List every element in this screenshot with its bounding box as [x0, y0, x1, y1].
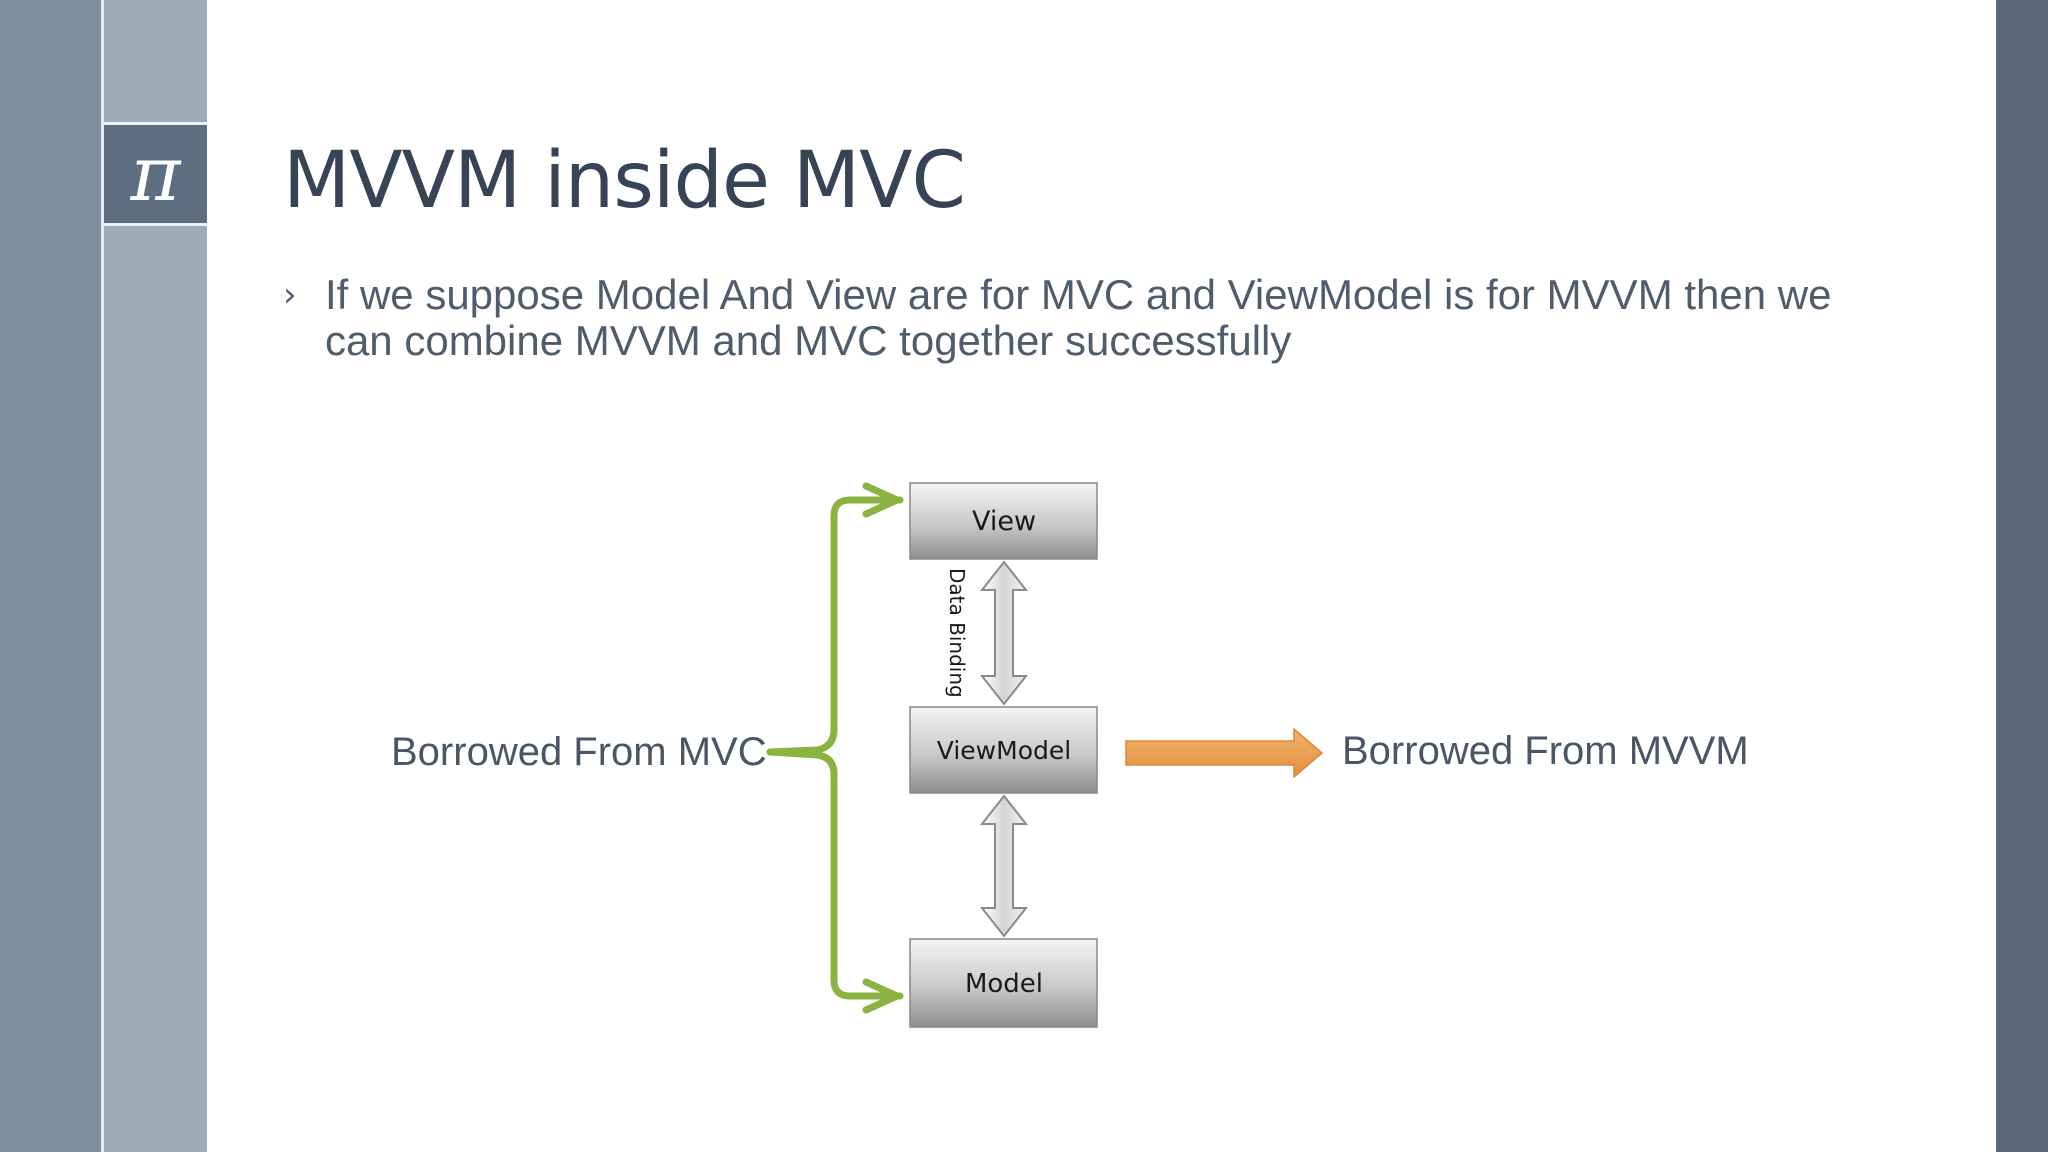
viewmodel-model-arrow: [979, 794, 1029, 938]
viewmodel-box-label: ViewModel: [937, 736, 1071, 765]
model-box: Model: [909, 938, 1098, 1028]
data-binding-arrow: [979, 560, 1029, 706]
bullet-point: › If we suppose Model And View are for M…: [283, 272, 1883, 364]
right-band: [1996, 0, 2048, 1152]
mvvm-arrow-icon: [1125, 727, 1324, 779]
bullet-marker-icon: ›: [283, 275, 297, 315]
content-area: [207, 0, 1996, 1152]
view-box-label: View: [972, 506, 1036, 537]
slide-title: MVVM inside MVC: [283, 136, 966, 226]
view-box: View: [909, 482, 1098, 560]
model-box-label: Model: [965, 969, 1043, 999]
bullet-text: If we suppose Model And View are for MVC…: [324, 271, 1832, 364]
borrowed-from-mvvm-label: Borrowed From MVVM: [1342, 729, 1749, 773]
pi-logo-icon: π: [104, 122, 207, 226]
viewmodel-box: ViewModel: [909, 706, 1098, 794]
left-band-divider: [101, 0, 104, 1152]
left-band: [0, 0, 101, 1152]
mvc-bracket: [766, 482, 904, 1014]
borrowed-from-mvc-label: Borrowed From MVC: [391, 730, 767, 774]
data-binding-label: Data Binding: [945, 568, 969, 698]
logo-symbol: π: [130, 129, 181, 218]
